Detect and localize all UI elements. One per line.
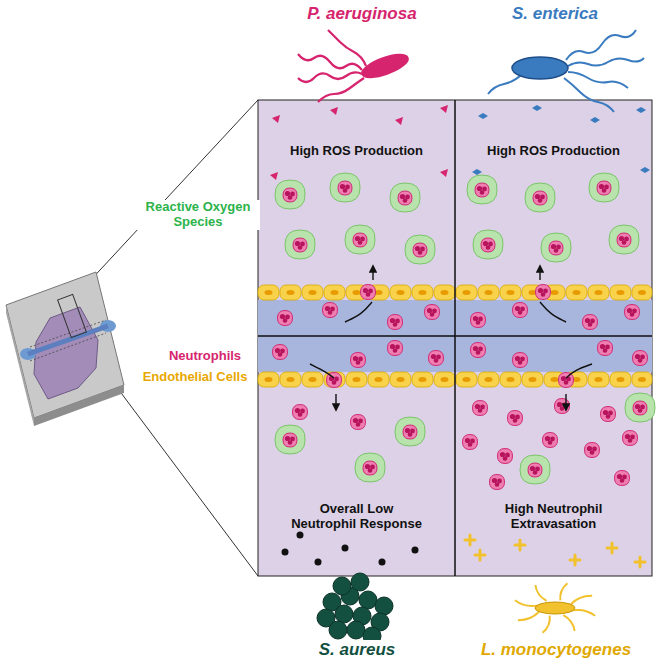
species-name: S. enterica — [509, 4, 601, 24]
quadrant-panel: High ROS Production — [258, 100, 455, 285]
species-name: S. aureus — [316, 640, 399, 660]
p-aeruginosa-icon — [298, 30, 410, 102]
divider — [454, 100, 456, 576]
legend-label: Endothelial Cells — [140, 370, 251, 385]
s-aureus-icon — [317, 573, 393, 645]
finding-text: High Neutrophil Extravasation — [489, 501, 619, 532]
legend-label: Reactive Oxygen Species — [136, 200, 260, 230]
finding-text: High ROS Production — [487, 143, 620, 159]
s-enterica-icon — [488, 30, 644, 112]
quadrant-panel: Overall Low Neutrophil Response — [258, 388, 455, 576]
species-name: L. monocytogenes — [478, 640, 634, 660]
legend-label: Neutrophils — [166, 349, 244, 364]
species-name: P. aeruginosa — [304, 4, 419, 24]
l-monocytogenes-icon — [515, 583, 595, 633]
quadrant-panel: High ROS Production — [455, 100, 652, 285]
quadrant-panel: High Neutrophil Extravasation — [455, 388, 652, 576]
zoom-line — [74, 100, 258, 298]
divider — [258, 335, 652, 337]
finding-text: Overall Low Neutrophil Response — [287, 501, 427, 532]
device — [6, 272, 124, 426]
cells — [273, 173, 656, 490]
finding-text: High ROS Production — [290, 143, 423, 159]
bacteria-particles — [270, 105, 650, 180]
panel — [258, 100, 652, 576]
